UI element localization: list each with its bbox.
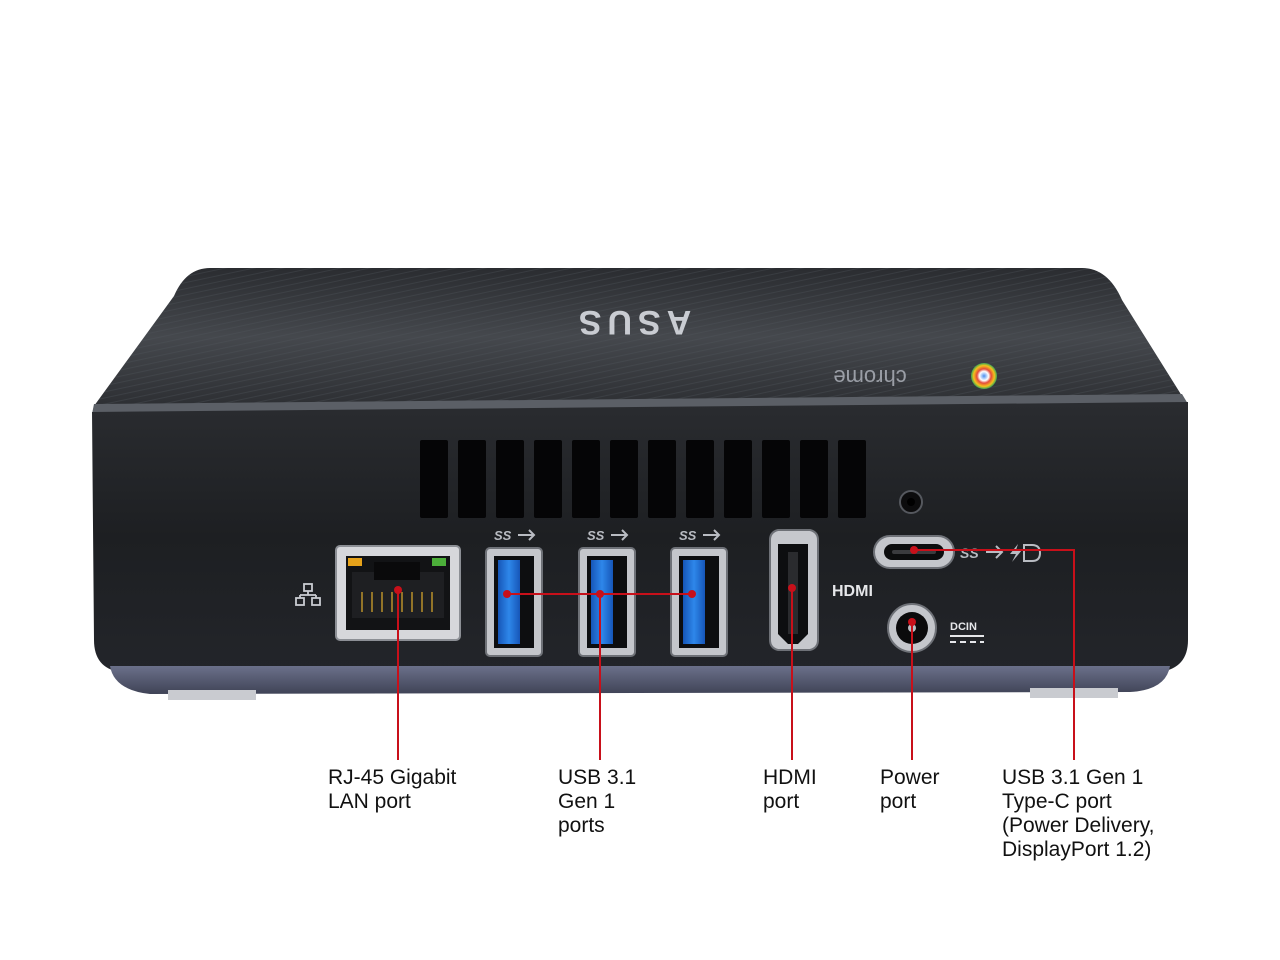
usb-blue-tongue	[498, 560, 520, 644]
device-top-brushed-texture	[94, 268, 1182, 406]
usb-a-ports: SS SS SS	[485, 528, 728, 657]
usb-trident-icon	[611, 529, 629, 541]
chrome-logo-icon	[971, 363, 997, 389]
callout-usb-c-line-4: DisplayPort 1.2)	[1002, 838, 1152, 861]
callout-dots	[394, 546, 918, 626]
callout-rj45-line-1: RJ-45 Gigabit	[328, 766, 457, 789]
vent-slot	[610, 440, 638, 518]
vent-slot	[534, 440, 562, 518]
callout-power-line-1: Power	[880, 766, 940, 789]
callout-hdmi-line-1: HDMI	[763, 766, 817, 789]
callout-usb-a-line-2: Gen 1	[558, 790, 616, 813]
power-delivery-icon	[1010, 544, 1022, 562]
vent-slot	[686, 440, 714, 518]
vent-slot	[838, 440, 866, 518]
chrome-wordmark: chrome	[833, 365, 906, 390]
vent-slot	[572, 440, 600, 518]
superspeed-icon: SS	[960, 545, 979, 561]
callout-usb-a-line-1: USB 3.1	[558, 766, 637, 789]
vent-slot	[496, 440, 524, 518]
usb-blue-tongue	[591, 560, 613, 644]
displayport-icon	[1023, 544, 1042, 562]
callout-usb-c-line-3: (Power Delivery,	[1002, 814, 1155, 837]
dcin-label: DCIN	[950, 621, 977, 633]
asus-logo: ASUS	[573, 303, 691, 341]
usb-trident-icon	[986, 545, 1004, 559]
vent-slot	[800, 440, 828, 518]
hdmi-port-label: HDMI	[832, 583, 873, 600]
vent-slot	[724, 440, 752, 518]
device-top-bevel	[92, 394, 1188, 414]
superspeed-icon: SS	[587, 528, 605, 543]
callout-rj45: RJ-45 Gigabit LAN port	[328, 766, 456, 814]
superspeed-icon: SS	[494, 528, 512, 543]
network-icon	[295, 583, 321, 606]
usb-blue-tongue	[683, 560, 705, 644]
callout-line-usb-c	[914, 549, 1075, 760]
superspeed-icon: SS	[679, 528, 697, 543]
device-base-band	[110, 666, 1170, 694]
callout-usb-c-line-1: USB 3.1 Gen 1	[1002, 766, 1144, 789]
callout-usb-a-line-3: ports	[558, 814, 605, 837]
callout-hdmi: HDMI port	[763, 766, 817, 814]
callout-power-line-2: port	[880, 790, 917, 813]
usb-trident-icon	[518, 529, 536, 541]
usb-a-port: SS	[670, 528, 728, 657]
vent-slot	[458, 440, 486, 518]
vent-slot	[762, 440, 790, 518]
vent-grille	[420, 440, 866, 518]
callout-power: Power port	[880, 766, 940, 814]
callout-lines	[397, 549, 1075, 760]
device-foot-left	[168, 690, 256, 700]
vent-slot	[648, 440, 676, 518]
audio-jack-hole	[907, 498, 915, 506]
callout-usb-c: USB 3.1 Gen 1 Type-C port (Power Deliver…	[1002, 766, 1154, 862]
device-front-face	[92, 402, 1188, 672]
usb-trident-icon	[703, 529, 721, 541]
callout-hdmi-line-2: port	[763, 790, 800, 813]
callout-usb-a: USB 3.1 Gen 1 ports	[558, 766, 636, 838]
callout-rj45-line-2: LAN port	[328, 790, 411, 813]
usb-a-port: SS	[485, 528, 543, 657]
vent-slot	[420, 440, 448, 518]
usb-a-port: SS	[578, 528, 636, 657]
callout-usb-c-line-2: Type-C port	[1002, 790, 1112, 813]
